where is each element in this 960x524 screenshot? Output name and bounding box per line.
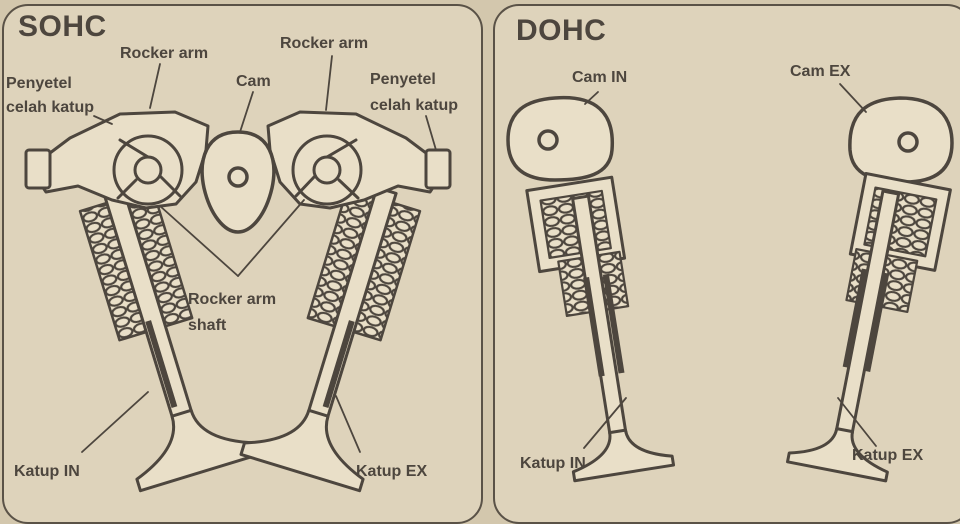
sohc-label-shaft-line1: Rocker arm — [188, 291, 277, 308]
sohc-label-valve-ex: Katup EX — [356, 463, 428, 480]
sohc-leader-lines — [81, 55, 437, 453]
sohc-valve-ex — [239, 186, 422, 493]
sohc-label-cam: Cam — [236, 73, 271, 90]
sohc-valve-in — [78, 186, 261, 493]
sohc-label-shaft-line2: shaft — [188, 317, 227, 334]
sohc-label-adjuster-left-line2: celah katup — [6, 99, 95, 116]
sohc-label-rocker-arm-right: Rocker arm — [280, 35, 369, 52]
sohc-adjuster-left — [24, 148, 52, 190]
dohc-label-cam-ex: Cam EX — [790, 63, 851, 80]
engine-diagram-art — [24, 55, 954, 493]
dohc-title: DOHC — [516, 14, 607, 47]
dohc-valve-in — [525, 175, 676, 483]
dohc-leader-lines — [583, 83, 877, 449]
sohc-label-adjuster-right-line2: celah katup — [370, 97, 459, 114]
dohc-cam-in — [506, 95, 614, 182]
sohc-cam — [200, 130, 276, 234]
sohc-title: SOHC — [18, 10, 107, 43]
dohc-label-valve-ex: Katup EX — [852, 447, 924, 464]
sohc-label-valve-in: Katup IN — [14, 463, 80, 480]
sohc-label-adjuster-left-line1: Penyetel — [6, 75, 72, 92]
sohc-adjuster-right — [424, 148, 452, 190]
dohc-valve-ex — [786, 171, 952, 483]
dohc-label-valve-in: Katup IN — [520, 455, 586, 472]
sohc-label-adjuster-right-line1: Penyetel — [370, 71, 436, 88]
sohc-label-rocker-arm-left: Rocker arm — [120, 45, 209, 62]
dohc-label-cam-in: Cam IN — [572, 69, 628, 86]
